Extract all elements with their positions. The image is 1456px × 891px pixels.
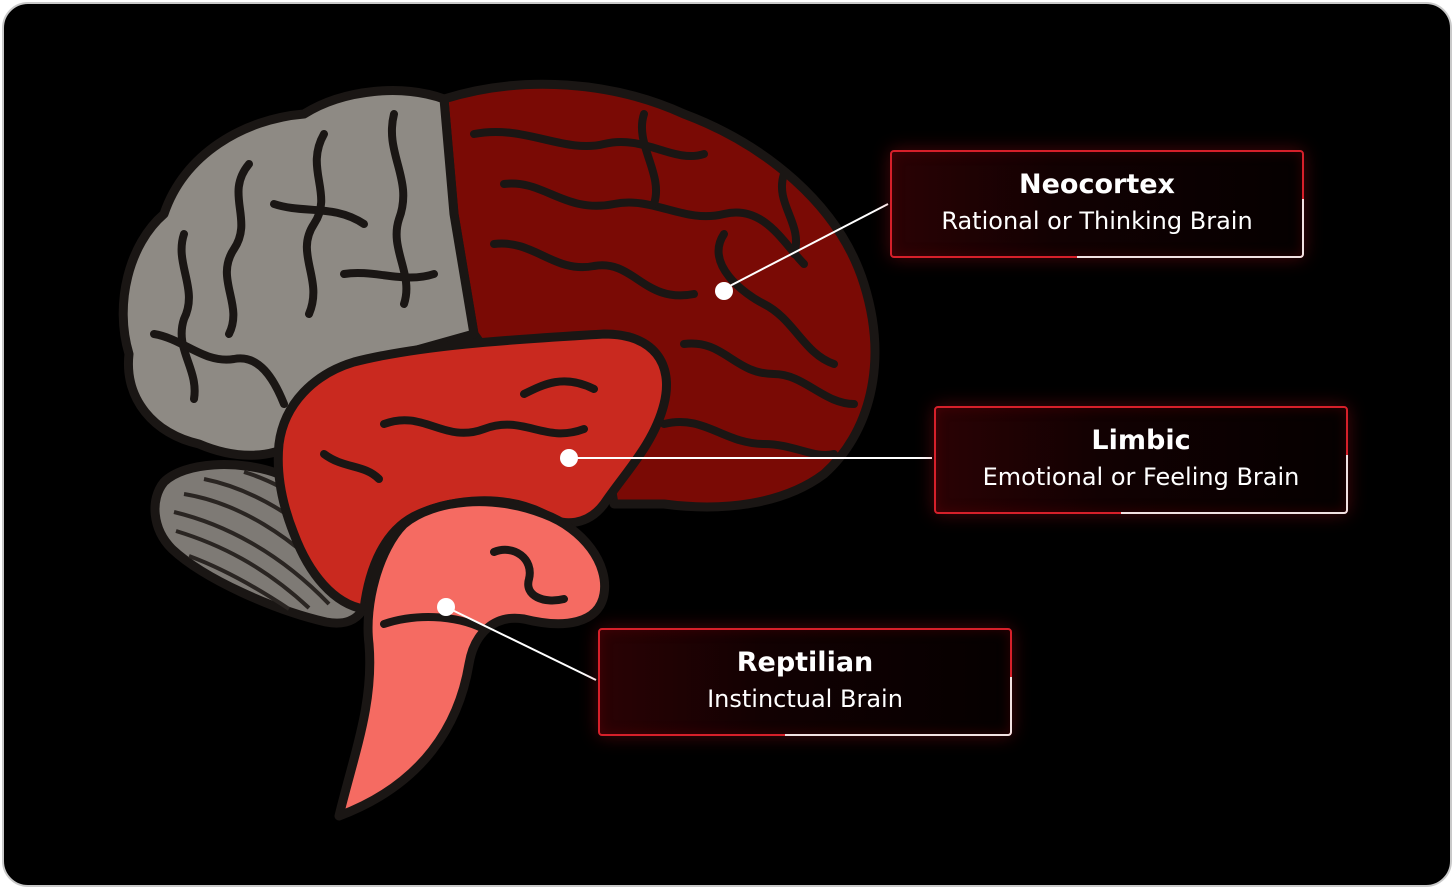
- reptilian-subtitle: Instinctual Brain: [707, 685, 903, 713]
- leader-lines: [437, 203, 932, 681]
- neocortex-label-box: Neocortex Rational or Thinking Brain: [890, 150, 1304, 258]
- limbic-region: [273, 329, 671, 614]
- limbic-label-box: Limbic Emotional or Feeling Brain: [934, 406, 1348, 514]
- neocortex-subtitle: Rational or Thinking Brain: [941, 207, 1253, 235]
- reptilian-marker-dot: [437, 598, 455, 616]
- limbic-title: Limbic: [1091, 425, 1191, 456]
- neocortex-marker-dot: [715, 282, 733, 300]
- reptilian-label-box: Reptilian Instinctual Brain: [598, 628, 1012, 736]
- neocortex-leader-line: [723, 203, 889, 290]
- limbic-subtitle: Emotional or Feeling Brain: [982, 463, 1300, 491]
- limbic-marker-dot: [560, 449, 578, 467]
- reptilian-leader-line: [445, 606, 597, 681]
- brain-illustration: [118, 79, 932, 821]
- neocortex-title: Neocortex: [1019, 169, 1175, 200]
- reptilian-title: Reptilian: [736, 647, 874, 678]
- reptilian-region: [334, 497, 610, 821]
